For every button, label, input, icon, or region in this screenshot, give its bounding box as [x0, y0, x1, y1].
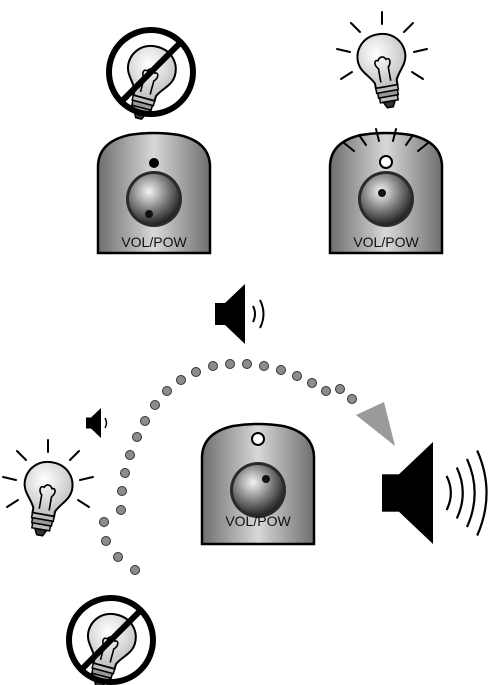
bulb-on-icon	[337, 12, 427, 111]
vol-pow-knob-left[interactable]: VOL/POW	[98, 133, 210, 253]
power-led-on	[380, 156, 392, 168]
power-led-off	[149, 158, 159, 168]
speaker-icon	[215, 284, 264, 344]
knob-indicator	[145, 210, 153, 218]
speaker-large-icon	[382, 442, 487, 544]
bulb-on-small-icon	[3, 440, 93, 539]
bulb-off-bottom-icon	[69, 598, 153, 685]
knob-indicator	[378, 189, 386, 197]
knob-indicator	[262, 475, 270, 483]
vol-pow-knob-center[interactable]: VOL/POW	[202, 424, 314, 544]
speaker-small-icon	[86, 408, 107, 438]
arc-arrowhead	[356, 402, 395, 446]
knob-label: VOL/POW	[225, 513, 291, 529]
bulb-off-icon	[109, 30, 193, 125]
power-led-on	[252, 433, 264, 445]
vol-pow-knob-right[interactable]: VOL/POW	[330, 129, 442, 253]
knob-label: VOL/POW	[353, 234, 419, 250]
knob-label: VOL/POW	[121, 234, 187, 250]
